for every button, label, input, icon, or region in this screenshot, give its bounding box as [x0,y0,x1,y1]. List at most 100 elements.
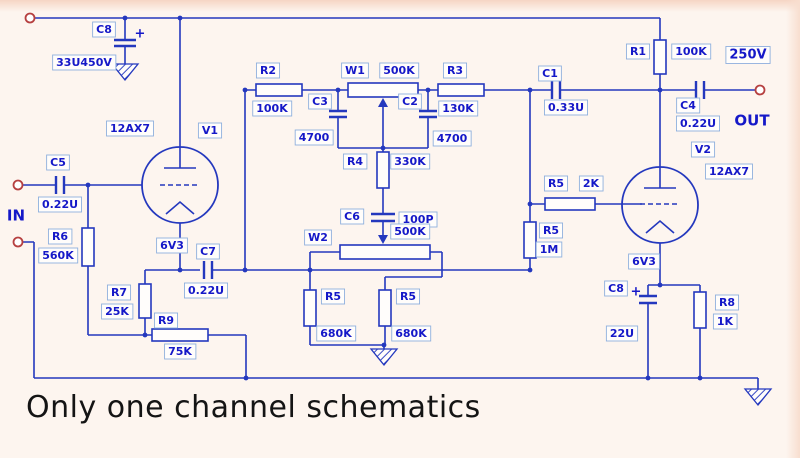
label-r3-name: R3 [447,64,463,77]
label-c1-name: C1 [542,67,558,80]
label-c8-bot-name: C8 [608,282,624,295]
label-box-r2-value [252,100,293,117]
terminal-input-return [12,236,24,248]
label-c6-name: C6 [344,210,360,223]
junction-dot [527,267,533,273]
label-box-r5a-name [320,288,346,305]
junction-dot [142,332,148,338]
label-c4-value: 0.22U [680,117,716,130]
label-v1-name: V1 [202,124,218,137]
label-box-c7-value [184,282,228,299]
label-v2-heater: 6V3 [632,255,656,268]
label-box-w1-value [379,62,420,79]
label-c6-value: 100P [402,213,433,226]
label-box-r2-name [255,62,281,79]
label-box-v1-name [197,122,223,139]
resistor-r6 [81,227,95,267]
label-supply-label: 250V [729,48,766,63]
resistor-r5-680k-left [303,289,317,327]
w1-body [347,82,419,98]
label-r5c-value: 2K [583,177,600,190]
label-box-c8-bot-value [605,325,639,342]
label-r9-value: 75K [168,345,192,358]
resistor-r8 [693,291,707,329]
label-c8-bot-plus: + [631,285,642,300]
label-box-v2-name [690,141,716,158]
label-c4-name: C4 [680,99,696,112]
label-box-c1-name [538,65,562,82]
label-c8-top-name: C8 [96,23,112,36]
label-box-r5b-name [395,288,421,305]
label-box-v2-type [705,163,753,180]
label-box-r7-value [101,303,134,320]
label-box-c2-value [432,130,472,147]
resistor-r9 [151,328,209,342]
label-box-w2-name [304,229,332,246]
tube-v1 [141,146,219,224]
label-r5d-name: R5 [543,224,559,237]
label-r5c-name: R5 [548,177,564,190]
junction-dot [657,87,663,93]
label-box-c2-name [398,93,422,110]
label-c8-top-plus: + [135,27,146,42]
label-box-r4-name [342,153,368,170]
label-box-c8-top-value [52,54,117,71]
resistor-r3 [437,83,485,97]
label-c7-value: 0.22U [188,284,224,297]
junction-dot [697,375,703,381]
label-c3-name: C3 [312,95,328,108]
label-box-r9-name [153,312,179,329]
label-c1-value: 0.33U [548,101,584,114]
w2-body [339,244,431,260]
label-r7-name: R7 [111,286,127,299]
label-c5-value: 0.22U [42,198,78,211]
label-box-r4-value [390,153,431,170]
label-box-c4-name [676,97,701,114]
capacitor-c3 [329,109,347,119]
potentiometer-w1 [347,82,419,107]
label-c2-value: 4700 [437,132,468,145]
label-box-r8-name [714,294,740,311]
resistor-r5-2k [544,197,596,211]
label-box-c3-value [294,129,334,146]
potentiometer-w2 [339,235,431,260]
label-box-w1-name [341,62,369,79]
label-r5b-name: R5 [400,290,416,303]
resistor-r5-680k-right [378,289,392,327]
label-box-c3-name [308,93,332,110]
label-r2-name: R2 [260,64,276,77]
terminal-input [12,179,24,191]
capacitor-c8-electrolytic-bottom [639,294,657,305]
label-box-r1-value [671,43,712,60]
label-c5-name: C5 [50,156,66,169]
label-box-r3-name [442,62,468,79]
terminal-output [754,84,766,96]
label-r3-value: 130K [442,102,474,115]
label-r6-value: 560K [42,249,74,262]
label-v2-type: 12AX7 [709,165,749,178]
label-w2-value: 500K [394,225,426,238]
resistor-r1 [653,39,667,75]
junction-dot [425,87,431,93]
label-in-label: IN [7,207,25,225]
label-box-v2-heater [628,253,660,270]
label-r6-name: R6 [52,230,68,243]
label-r4-value: 330K [394,155,426,168]
v1-cathode [165,200,195,215]
label-c8-top-value: 33U450V [56,56,112,69]
junction-dot [380,145,386,151]
label-box-c5-name [46,154,70,171]
w1-wiper-arrow [378,98,388,107]
junction-dot [242,87,248,93]
label-box-r1-name [625,43,651,60]
label-r5b-value: 680K [395,327,427,340]
label-r9-name: R9 [158,314,174,327]
label-w1-value: 500K [383,64,415,77]
label-box-c6-name [340,208,365,225]
v2-cathode [645,219,675,234]
w2-wiper-arrow [378,235,388,244]
label-r2-value: 100K [256,102,288,115]
label-r8-value: 1K [717,315,734,328]
label-r1-name: R1 [630,45,646,58]
